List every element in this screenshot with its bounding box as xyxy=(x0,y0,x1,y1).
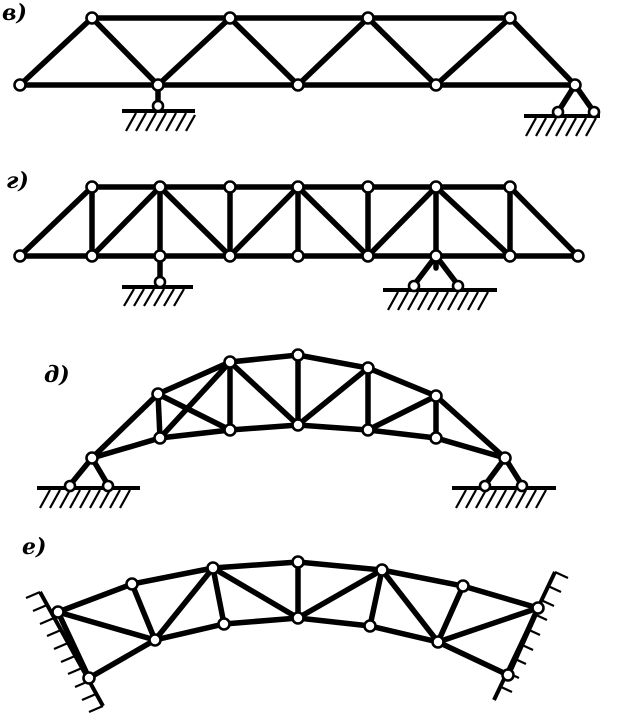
joint xyxy=(291,611,305,625)
truss-panel-v xyxy=(13,11,601,137)
joint xyxy=(375,563,389,577)
truss-e-web xyxy=(55,559,541,681)
joint xyxy=(291,555,305,569)
joint xyxy=(571,249,585,263)
joint xyxy=(151,387,165,401)
joint xyxy=(361,11,375,25)
joint xyxy=(456,579,470,593)
truss-d-web xyxy=(155,352,439,441)
joint xyxy=(101,479,115,493)
joint xyxy=(291,78,305,92)
truss-g-web xyxy=(17,184,581,259)
joint xyxy=(85,451,99,465)
joint xyxy=(85,11,99,25)
joint xyxy=(531,601,545,615)
joint xyxy=(223,180,237,194)
joint xyxy=(503,249,517,263)
joint xyxy=(361,249,375,263)
joint xyxy=(429,389,443,403)
joint xyxy=(217,617,231,631)
truss-v-joints xyxy=(13,11,582,92)
joint xyxy=(291,418,305,432)
joint xyxy=(151,78,165,92)
panel-label-g: г) xyxy=(6,168,29,194)
joint xyxy=(429,249,443,263)
joint xyxy=(361,180,375,194)
joint xyxy=(551,105,565,119)
joint xyxy=(587,105,601,119)
truss-panel-e xyxy=(25,555,569,714)
truss-panel-d xyxy=(37,348,556,509)
joint xyxy=(13,78,27,92)
joint xyxy=(153,275,167,289)
truss-e-left-wall xyxy=(25,590,105,714)
truss-d-left-support xyxy=(37,453,140,509)
truss-g-right-support xyxy=(383,251,497,311)
joint xyxy=(291,249,305,263)
joint xyxy=(363,619,377,633)
joint xyxy=(429,78,443,92)
joint xyxy=(206,561,220,575)
panel-label-v: в) xyxy=(2,0,27,26)
joint xyxy=(125,577,139,591)
joint xyxy=(291,348,305,362)
joint xyxy=(85,249,99,263)
truss-g-left-support xyxy=(122,253,193,307)
truss-v-web xyxy=(17,14,578,89)
joint xyxy=(515,479,529,493)
joint xyxy=(153,431,167,445)
joint xyxy=(498,451,512,465)
truss-g-joints xyxy=(13,180,585,263)
joint xyxy=(361,361,375,375)
joint xyxy=(153,180,167,194)
joint xyxy=(223,11,237,25)
joint xyxy=(291,180,305,194)
truss-panel-g xyxy=(13,180,585,311)
joint xyxy=(85,180,99,194)
joint xyxy=(478,479,492,493)
truss-d-right-support xyxy=(452,453,556,509)
panel-label-e: е) xyxy=(22,534,47,560)
panel-label-d: д) xyxy=(44,362,70,388)
truss-e-joints xyxy=(51,555,545,685)
joint xyxy=(501,668,515,682)
joint xyxy=(429,431,443,445)
joint xyxy=(431,635,445,649)
joint xyxy=(82,671,96,685)
joint xyxy=(503,11,517,25)
joint xyxy=(451,279,465,293)
joint xyxy=(361,423,375,437)
joint xyxy=(51,605,65,619)
joint xyxy=(223,423,237,437)
joint xyxy=(223,249,237,263)
joint xyxy=(503,180,517,194)
truss-d-joints xyxy=(85,348,512,465)
truss-v-left-support xyxy=(122,82,196,132)
joint xyxy=(63,479,77,493)
joint xyxy=(568,78,582,92)
joint xyxy=(429,180,443,194)
joint xyxy=(407,279,421,293)
joint xyxy=(148,633,162,647)
joint xyxy=(151,99,165,113)
truss-v-right-support xyxy=(524,80,601,137)
joint xyxy=(223,355,237,369)
joint xyxy=(13,249,27,263)
joint xyxy=(153,249,167,263)
